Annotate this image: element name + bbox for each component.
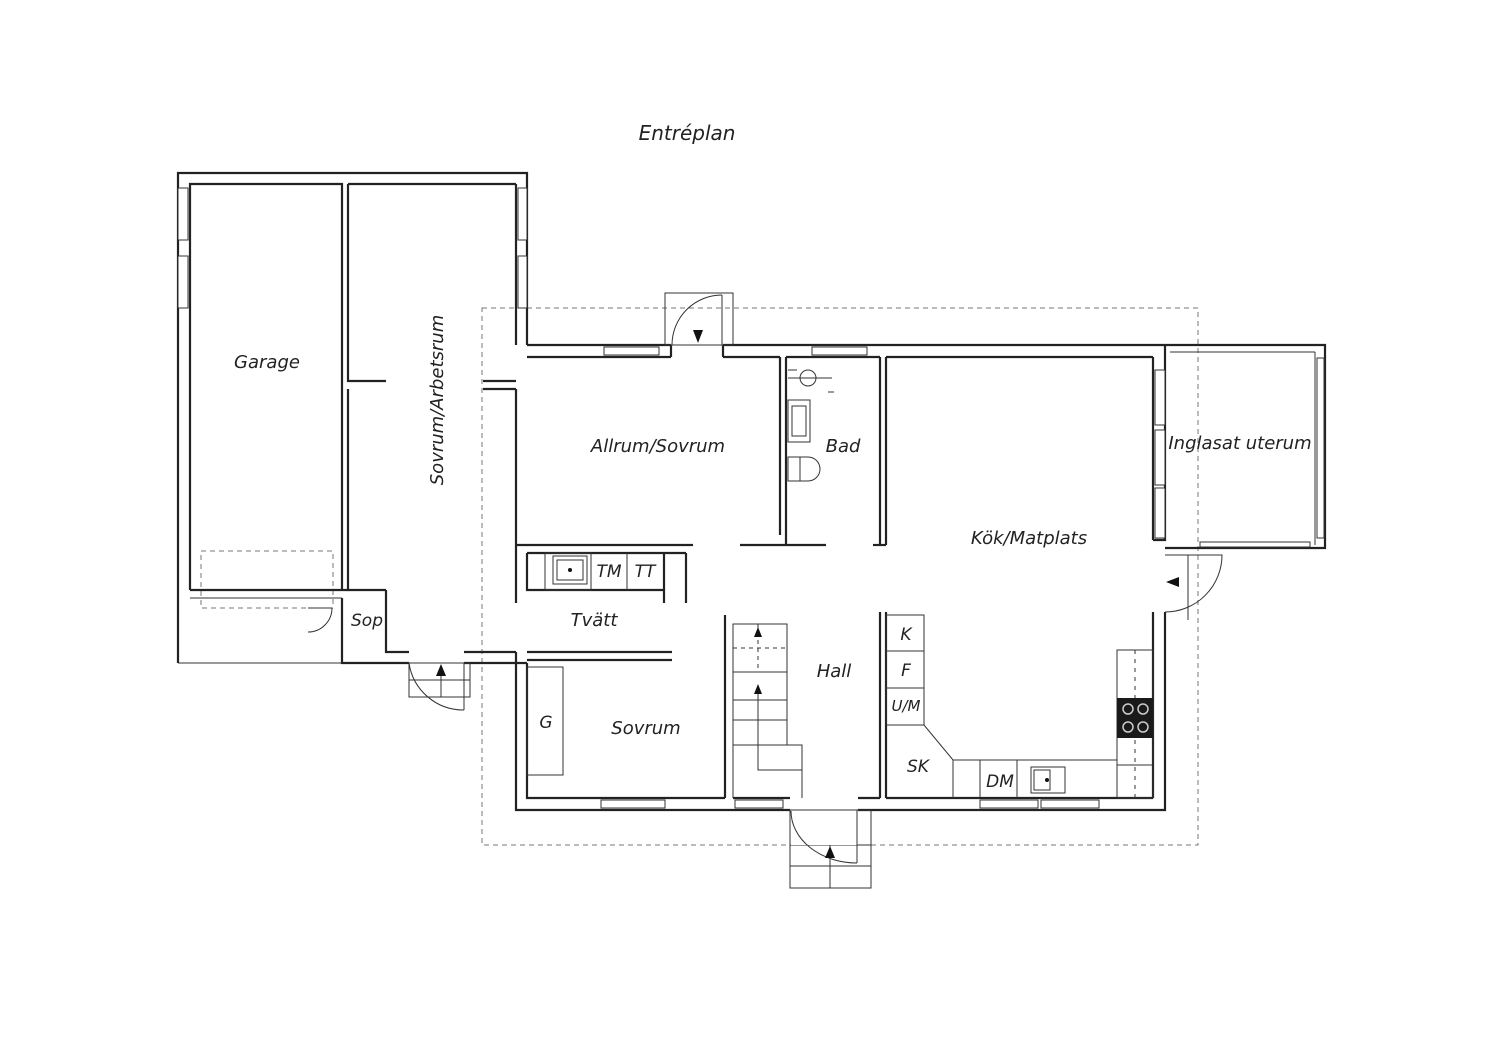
window-kok-1 [1154, 369, 1166, 426]
window-sovrum-arbetsrum-2 [517, 255, 528, 309]
window-kok-3 [1154, 487, 1166, 539]
room-label-inglasat-uterum: Inglasat uterum [1168, 433, 1311, 454]
window-garage-2 [177, 255, 189, 309]
stove [1117, 698, 1153, 738]
door-swing-top-entrance [671, 294, 723, 346]
wardrobe [526, 666, 564, 776]
stair-arrow-up-icon [754, 627, 762, 637]
fixture-label-dm: DM [986, 772, 1014, 792]
door-swing-main-entrance [790, 810, 858, 864]
door-swing-garage [307, 607, 333, 633]
room-label-tvatt: Tvätt [571, 610, 619, 631]
window-allrum [603, 346, 660, 356]
room-label-kok-matplats: Kök/Matplats [971, 528, 1087, 549]
entrance-arrow-main [825, 846, 835, 858]
steps-top-entrance [664, 292, 734, 346]
fixture-label-tm: TM [596, 562, 621, 582]
door-swing-left-entrance [408, 662, 465, 711]
garage-wing-walls [176, 171, 529, 665]
window-sovrum [600, 799, 666, 809]
fixture-label-sk: SK [907, 757, 931, 777]
room-label-sovrum: Sovrum [611, 718, 680, 739]
stove-burner-icon [1122, 703, 1134, 715]
window-kok-2 [1154, 429, 1166, 486]
laundry-sink [552, 555, 588, 585]
entrance-arrow-top [693, 330, 703, 343]
room-label-bad: Bad [826, 436, 861, 457]
fixture-label-tt: TT [635, 562, 657, 582]
fixture-label-g: G [539, 713, 552, 733]
entrance-arrow-left [436, 664, 446, 676]
window-uterum-bottom [1199, 541, 1311, 548]
room-label-garage: Garage [234, 352, 300, 373]
window-uterum-right [1316, 357, 1325, 539]
entrance-arrow-side [1166, 577, 1179, 587]
window-kok-bottom-2 [1040, 799, 1100, 809]
fixture-label-k: K [900, 625, 913, 645]
window-garage-1 [177, 187, 189, 241]
roof-outline [481, 307, 1199, 846]
room-label-hall: Hall [817, 661, 852, 682]
plan-title: Entréplan [639, 121, 736, 145]
bathroom-fixtures [787, 369, 834, 482]
room-label-allrum-sovrum: Allrum/Sovrum [590, 436, 725, 457]
window-bad [811, 346, 868, 356]
window-sovrum-arbetsrum-1 [517, 187, 528, 241]
garage-door-outline [200, 550, 334, 609]
interior-walls [516, 355, 1153, 800]
room-label-sovrum-arbetsrum: Sovrum/Arbetsrum [427, 315, 448, 486]
door-swing-side-entrance [1164, 554, 1223, 613]
staircase [732, 623, 803, 798]
fixture-label-um: U/M [892, 697, 921, 715]
fixture-label-f: F [901, 661, 911, 681]
fixture-label-sop: Sop [351, 611, 383, 631]
window-kok-bottom-1 [979, 799, 1039, 809]
uterum-walls [1165, 343, 1327, 550]
window-hall [734, 799, 784, 809]
